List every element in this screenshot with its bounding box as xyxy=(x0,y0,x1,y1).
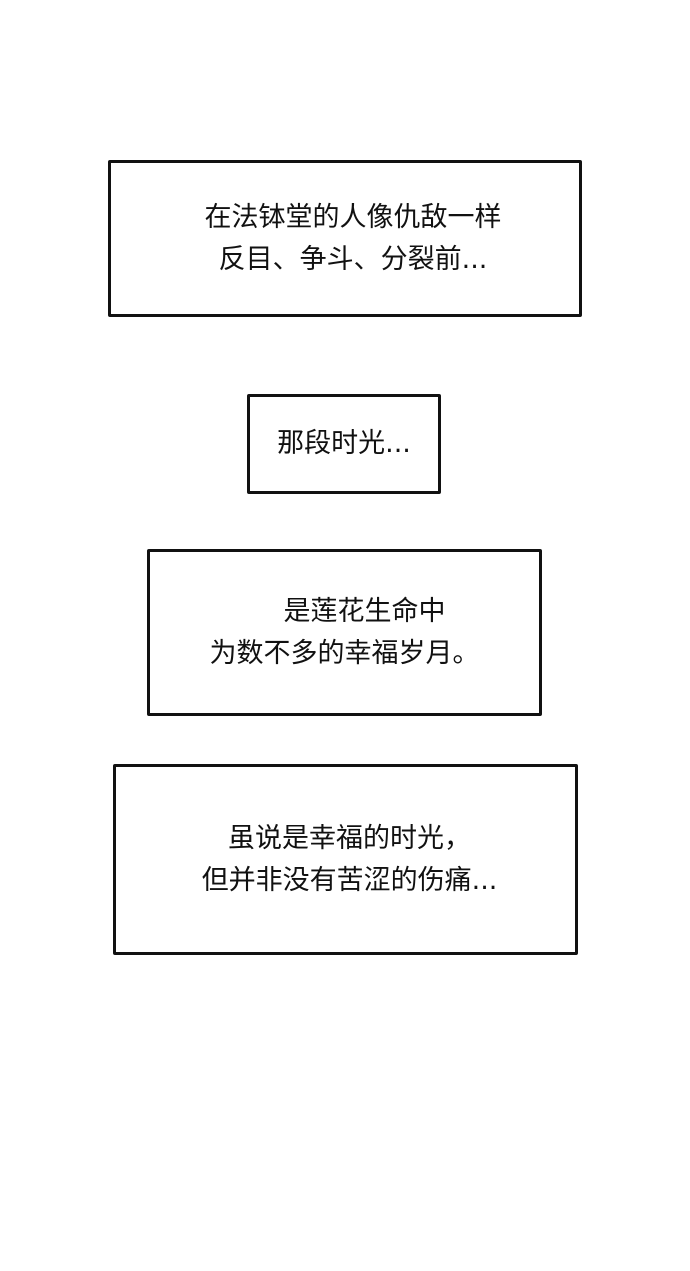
caption-3-line-1: 是莲花生命中 xyxy=(283,595,446,627)
caption-1-line-2: 反目、争斗、分裂前... xyxy=(218,243,488,275)
caption-box-2: 那段时光... xyxy=(247,394,441,494)
caption-4-line-1: 虽说是幸福的时光， xyxy=(228,822,471,854)
caption-box-1: 在法钵堂的人像仇敌一样 反目、争斗、分裂前... xyxy=(108,160,582,317)
caption-box-4: 虽说是幸福的时光， 但并非没有苦涩的伤痛... xyxy=(113,764,578,955)
caption-box-3: 是莲花生命中 为数不多的幸福岁月。 xyxy=(147,549,542,716)
caption-2-line-1: 那段时光... xyxy=(277,428,411,459)
caption-1-line-1: 在法钵堂的人像仇敌一样 xyxy=(204,201,502,233)
caption-3-line-2: 为数不多的幸福岁月。 xyxy=(209,637,480,669)
caption-4-line-2: 但并非没有苦涩的伤痛... xyxy=(201,864,498,896)
